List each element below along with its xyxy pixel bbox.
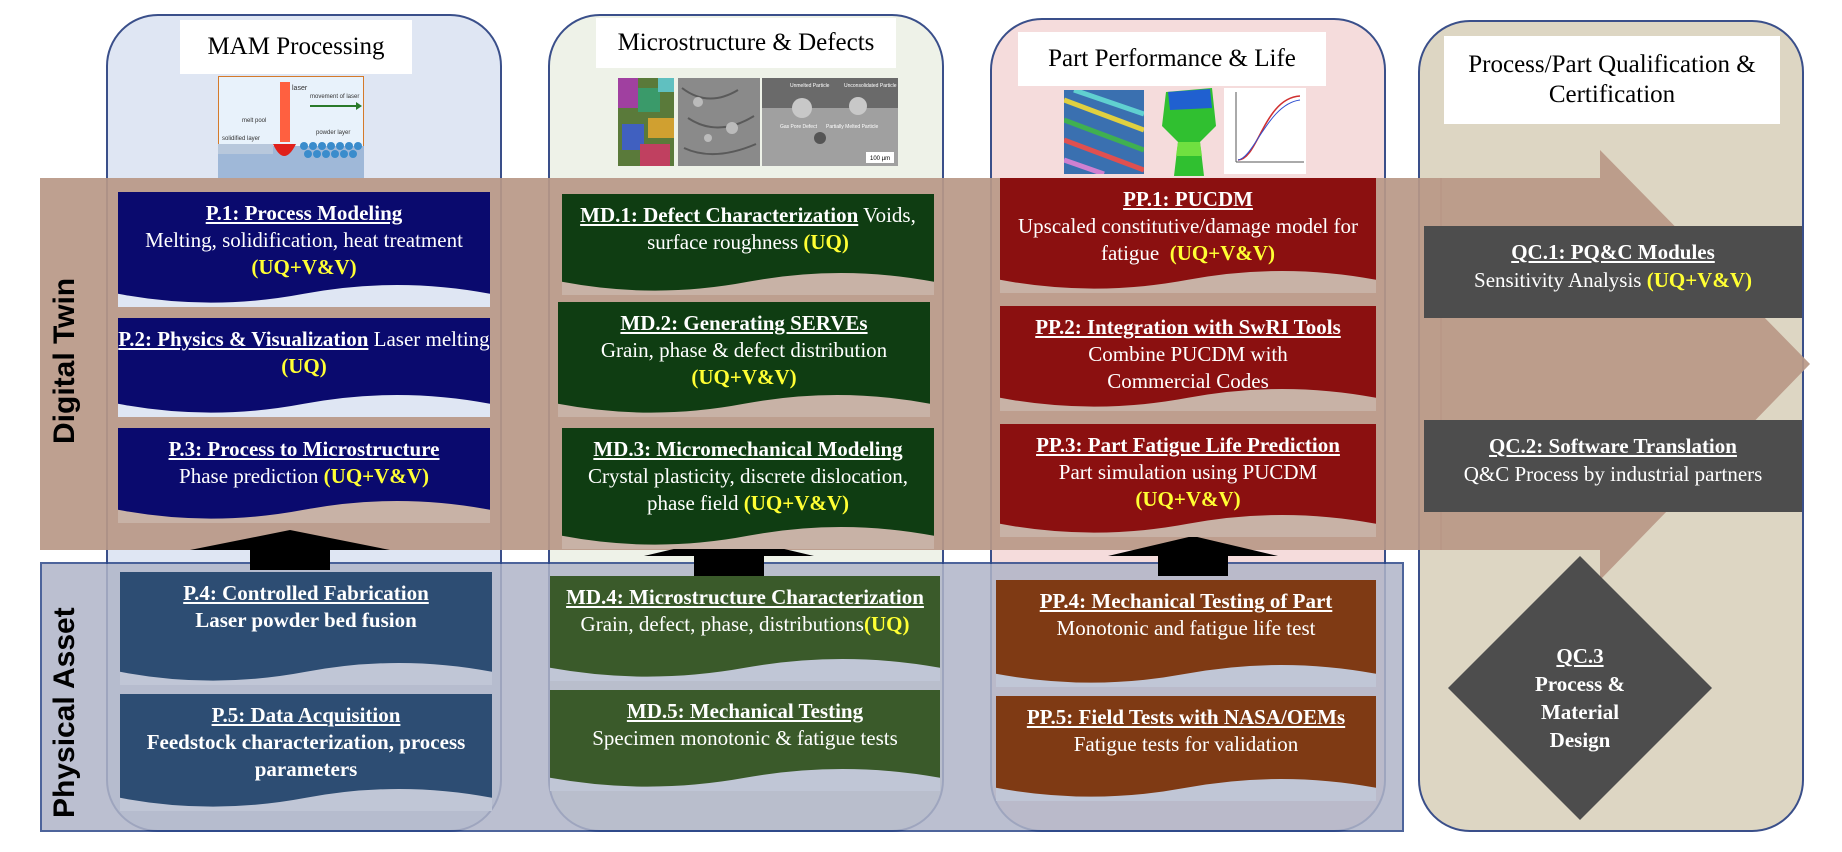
card-pp3-uq: (UQ+V&V) (1135, 487, 1241, 511)
img-label-powder: powder layer (316, 130, 350, 136)
card-pp2-body: Combine PUCDM with Commercial Codes (1088, 342, 1288, 393)
card-md4-body-row: Grain, defect, phase, distributions(UQ) (550, 611, 940, 638)
up-arrow-performance (1108, 536, 1278, 576)
card-md2-uq: (UQ+V&V) (691, 365, 797, 389)
card-md3-body-row: Crystal plasticity, discrete dislocation… (562, 463, 934, 517)
qc3-diamond (1448, 556, 1712, 820)
card-md4-microstructure-characterization: MD.4: Microstructure Characterization Gr… (550, 576, 940, 681)
card-p3-uq: (UQ+V&V) (323, 464, 429, 488)
card-qc2-software-translation: QC.2: Software Translation Q&C Process b… (1424, 420, 1802, 512)
digital-twin-label: Digital Twin (48, 277, 81, 444)
img-label-solidified: solidified layer (222, 136, 260, 142)
card-md1-uq: (UQ) (803, 230, 849, 254)
card-qc2-body: Q&C Process by industrial partners (1463, 462, 1763, 486)
card-pp1-body: Upscaled constitutive/damage model for f… (1018, 214, 1358, 265)
card-md5-body: Specimen monotonic & fatigue tests (592, 726, 898, 750)
card-p2-title: P.2: Physics & Visualization (118, 327, 369, 351)
card-pp1-title: PP.1: PUCDM (1123, 187, 1253, 211)
img-label-laser: laser (292, 85, 308, 92)
card-p3-body: Phase prediction (179, 464, 319, 488)
micro-label-scale: 100 µm (870, 156, 890, 162)
card-md3-body: Crystal plasticity, discrete dislocation… (588, 464, 908, 515)
card-p2-uq: (UQ) (281, 354, 327, 378)
column-title-performance: Part Performance & Life (1018, 32, 1326, 86)
sem-fracture-image (678, 78, 760, 166)
card-p2-content: P.2: Physics & Visualization Laser melti… (118, 326, 490, 380)
card-p5-title: P.5: Data Acquisition (211, 703, 401, 727)
micro-label-unconsolidated: Unconsolidated Particle (844, 83, 897, 89)
physical-asset-label: Physical Asset (48, 607, 81, 818)
card-md1-body: Voids, surface roughness (647, 203, 916, 254)
card-pp1-pucdm: PP.1: PUCDM Upscaled constitutive/damage… (1000, 178, 1376, 293)
card-qc1-uq: (UQ+V&V) (1646, 268, 1752, 292)
up-arrow-mam (190, 530, 390, 570)
grain-map-image (1064, 90, 1144, 174)
img-label-melt-pool: melt pool (242, 118, 266, 124)
card-qc3-body: Process & Material Design (1535, 672, 1625, 752)
card-p4-controlled-fabrication: P.4: Controlled Fabrication Laser powder… (120, 572, 492, 685)
card-qc1-title: QC.1: PQ&C Modules (1511, 240, 1715, 264)
card-md2-title: MD.2: Generating SERVEs (620, 311, 868, 335)
card-md1-defect-characterization: MD.1: Defect Characterization Voids, sur… (562, 194, 934, 295)
part-simulation-image (1162, 88, 1216, 176)
card-md3-micromechanical-modeling: MD.3: Micromechanical Modeling Crystal p… (562, 428, 934, 549)
card-pp2-title: PP.2: Integration with SwRI Tools (1035, 315, 1341, 339)
card-pp3-part-fatigue-life: PP.3: Part Fatigue Life Prediction Part … (1000, 424, 1376, 537)
laser-melting-illustration: laser movement of laser melt pool solidi… (218, 76, 364, 178)
micro-label-gas-pore: Gas Pore Defect (780, 124, 818, 130)
card-md2-generating-serves: MD.2: Generating SERVEs Grain, phase & d… (558, 302, 930, 417)
card-pp5-body: Fatigue tests for validation (1073, 732, 1299, 756)
card-pp3-body: Part simulation using PUCDM (1058, 460, 1318, 484)
micro-label-unmelted: Unmelted Particle (790, 83, 830, 89)
card-md1-title: MD.1: Defect Characterization (580, 203, 859, 227)
column-title-microstructure: Microstructure & Defects (596, 18, 896, 68)
card-pp4-mechanical-testing-part: PP.4: Mechanical Testing of Part Monoton… (996, 580, 1376, 687)
card-qc2-title: QC.2: Software Translation (1489, 434, 1737, 458)
card-p3-body-row: Phase prediction (UQ+V&V) (118, 463, 490, 490)
card-p3-title: P.3: Process to Microstructure (168, 437, 440, 461)
card-pp1-uq: (UQ+V&V) (1169, 241, 1276, 265)
card-pp5-title: PP.5: Field Tests with NASA/OEMs (1026, 705, 1346, 729)
card-md2-body: Grain, phase & defect distribution (600, 338, 888, 362)
card-md5-mechanical-testing: MD.5: Mechanical Testing Specimen monoto… (550, 690, 940, 791)
card-p3-process-microstructure: P.3: Process to Microstructure Phase pre… (118, 428, 490, 523)
digital-twin-arrow (1440, 150, 1810, 580)
column-title-qualification: Process/Part Qualification & Certificati… (1444, 36, 1780, 124)
card-qc1-body-row: Sensitivity Analysis (UQ+V&V) (1424, 266, 1802, 294)
card-md3-title: MD.3: Micromechanical Modeling (593, 437, 903, 461)
card-pp4-body: Monotonic and fatigue life test (1056, 616, 1316, 640)
column-title-mam: MAM Processing (180, 20, 412, 74)
card-p1-body-text: Melting, solidification, heat treatment (145, 228, 463, 252)
card-md4-title: MD.4: Microstructure Characterization (566, 585, 924, 609)
micro-label-partially-melted: Partially Melted Particle (826, 124, 878, 130)
card-pp4-title: PP.4: Mechanical Testing of Part (1039, 589, 1333, 613)
card-p5-body: Feedstock characterization, process para… (146, 730, 466, 781)
defect-micrograph-image: Unmelted Particle Unconsolidated Particl… (762, 78, 898, 166)
card-md5-title: MD.5: Mechanical Testing (626, 699, 864, 723)
card-p1-body: Melting, solidification, heat treatment … (118, 227, 490, 281)
card-p4-body: Laser powder bed fusion (195, 608, 417, 632)
fatigue-curve-image (1224, 88, 1306, 174)
card-p2-body: Laser melting (373, 327, 490, 351)
card-p1-title: P.1: Process Modeling (205, 201, 403, 225)
card-p1-uq: (UQ+V&V) (251, 255, 357, 279)
card-pp5-field-tests: PP.5: Field Tests with NASA/OEMs Fatigue… (996, 696, 1376, 801)
card-p2-physics-visualization: P.2: Physics & Visualization Laser melti… (118, 318, 490, 417)
card-pp1-body-row: Upscaled constitutive/damage model for f… (1000, 213, 1376, 267)
card-p5-data-acquisition: P.5: Data Acquisition Feedstock characte… (120, 694, 492, 811)
card-qc1-body: Sensitivity Analysis (1474, 268, 1642, 292)
card-qc3-process-material-design: QC.3 Process & Material Design (1510, 642, 1650, 754)
card-p1-process-modeling: P.1: Process Modeling Melting, solidific… (118, 192, 490, 307)
card-qc3-title: QC.3 (1556, 644, 1604, 668)
card-p4-title: P.4: Controlled Fabrication (183, 581, 429, 605)
card-md4-body: Grain, defect, phase, distributions (580, 612, 864, 636)
card-md1-content: MD.1: Defect Characterization Voids, sur… (562, 202, 934, 256)
card-qc1-pqc-modules: QC.1: PQ&C Modules Sensitivity Analysis … (1424, 226, 1802, 318)
card-md3-uq: (UQ+V&V) (743, 491, 850, 515)
img-label-movement: movement of laser (310, 94, 359, 100)
card-pp2-integration-swri: PP.2: Integration with SwRI Tools Combin… (1000, 306, 1376, 411)
card-pp3-title: PP.3: Part Fatigue Life Prediction (1036, 433, 1340, 457)
card-md4-uq: (UQ) (863, 612, 910, 636)
ebsd-map-image (618, 78, 674, 166)
